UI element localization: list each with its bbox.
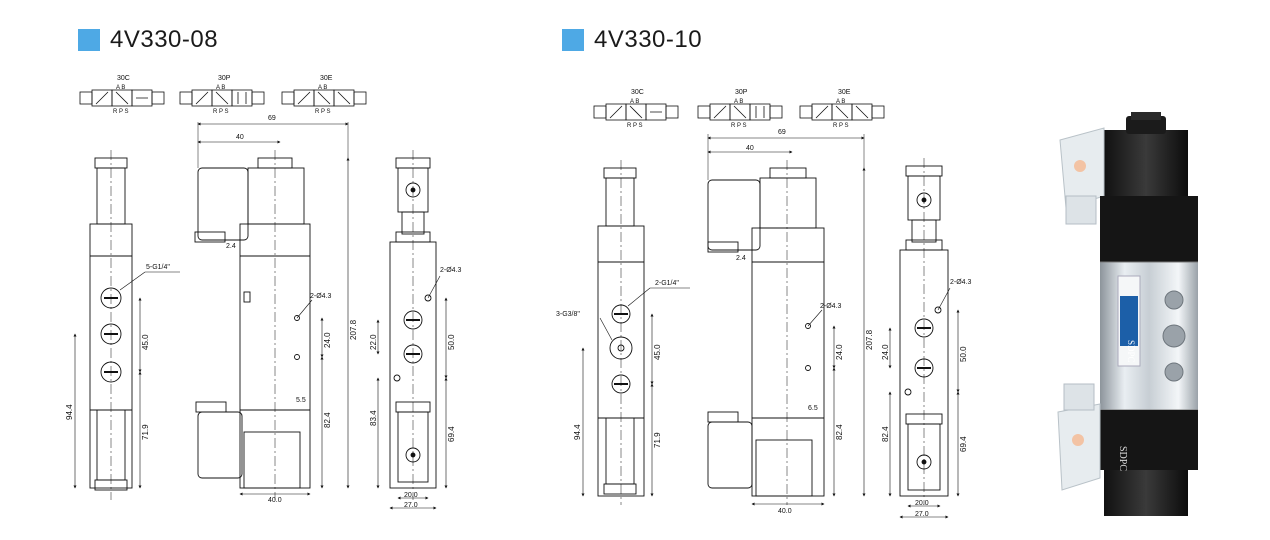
dim-24: 24.0 <box>835 344 844 360</box>
left-front-view <box>73 150 180 500</box>
dim-22: 22.0 <box>369 334 378 350</box>
symbol-label-30e: 30E <box>320 75 333 82</box>
port-callout-2: 3-G3/8" <box>556 311 580 318</box>
dim-69-4: 69.4 <box>447 426 456 442</box>
dim-83-4: 83.4 <box>369 410 378 426</box>
dim-207-8: 207.8 <box>349 319 358 340</box>
dim-69: 69 <box>268 115 276 122</box>
symbol-ports-top: A B <box>734 99 743 105</box>
dim-27: 27.0 <box>404 502 418 509</box>
valve-symbol-30c <box>79 89 165 107</box>
dim-71-9: 71.9 <box>653 432 662 448</box>
symbol-ports-bottom: R P S <box>731 123 747 129</box>
valve-symbol-30p <box>179 89 265 107</box>
symbol-ports-bottom: R P S <box>627 123 643 129</box>
symbol-ports-top: A B <box>116 85 125 91</box>
dim-69-4: 69.4 <box>959 436 968 452</box>
photo-brand-coil: SDPC <box>1117 446 1128 471</box>
dim-50: 50.0 <box>959 346 968 362</box>
dim-94-4: 94.4 <box>573 424 582 440</box>
dim-20: 20.0 <box>915 500 929 507</box>
dim-207-8: 207.8 <box>865 329 874 350</box>
valve-symbol-30e <box>281 89 367 107</box>
hole-callout: 2-Ø4.3 <box>310 293 332 300</box>
port-callout: 2-G1/4" <box>655 280 679 287</box>
symbol-ports-top: A B <box>318 85 327 91</box>
title-marker-square <box>562 29 584 51</box>
right-symbols <box>593 103 885 121</box>
dim-40-0: 40.0 <box>268 497 282 504</box>
valve-symbol-30e <box>799 103 885 121</box>
title-4v330-08: 4V330-08 <box>78 26 218 54</box>
title-text: 4V330-08 <box>110 26 219 53</box>
dim-27: 27.0 <box>915 511 929 518</box>
right-end-view <box>888 158 960 519</box>
dim-24: 24.0 <box>323 332 332 348</box>
valve-symbol-30p <box>697 103 783 121</box>
symbol-label-30e: 30E <box>838 89 851 96</box>
dim-40: 40 <box>236 134 244 141</box>
right-side-view <box>707 134 866 506</box>
dim-2-4: 2.4 <box>736 255 746 262</box>
dim-82-4: 82.4 <box>323 412 332 428</box>
hole-callout-side: 2-Ø4.3 <box>950 279 972 286</box>
symbol-label-30c: 30C <box>631 89 644 96</box>
dim-24-side: 24.0 <box>881 344 890 360</box>
dim-94-4: 94.4 <box>65 404 74 420</box>
dim-40: 40 <box>746 145 754 152</box>
left-side-view <box>194 122 350 500</box>
dim-40-0: 40.0 <box>778 508 792 515</box>
symbol-label-30p: 30P <box>735 89 748 96</box>
symbol-ports-bottom: R P S <box>213 109 229 115</box>
photo-brand-label: SDPC <box>1126 340 1136 363</box>
port-callout: 5-G1/4" <box>146 264 170 271</box>
symbol-ports-top: A B <box>836 99 845 105</box>
symbol-ports-bottom: R P S <box>833 123 849 129</box>
valve-symbol-30c <box>593 103 679 121</box>
symbol-ports-bottom: R P S <box>315 109 331 115</box>
title-text: 4V330-10 <box>594 26 703 53</box>
symbol-label-30c: 30C <box>117 75 130 82</box>
symbol-label-30p: 30P <box>218 75 231 82</box>
dim-6-5: 6.5 <box>808 405 818 412</box>
dim-82-4-side: 82.4 <box>881 426 890 442</box>
dim-69: 69 <box>778 129 786 136</box>
hole-callout: 2-Ø4.3 <box>820 303 842 310</box>
dim-45: 45.0 <box>141 334 150 350</box>
valve-product-photo <box>1057 112 1198 516</box>
symbol-ports-top: A B <box>216 85 225 91</box>
left-symbols <box>79 89 367 107</box>
dim-45: 45.0 <box>653 344 662 360</box>
symbol-ports-bottom: R P S <box>113 109 129 115</box>
left-end-view <box>376 150 448 510</box>
title-4v330-10: 4V330-10 <box>562 26 702 54</box>
title-marker-square <box>78 29 100 51</box>
dim-2-4: 2.4 <box>226 243 236 250</box>
hole-callout-side: 2-Ø4.3 <box>440 267 462 274</box>
dim-71-9: 71.9 <box>141 424 150 440</box>
dim-50: 50.0 <box>447 334 456 350</box>
dim-20: 20.0 <box>404 492 418 499</box>
dim-5-5: 5.5 <box>296 397 306 404</box>
symbol-ports-top: A B <box>630 99 639 105</box>
dim-82-4: 82.4 <box>835 424 844 440</box>
right-front-view <box>581 160 690 505</box>
